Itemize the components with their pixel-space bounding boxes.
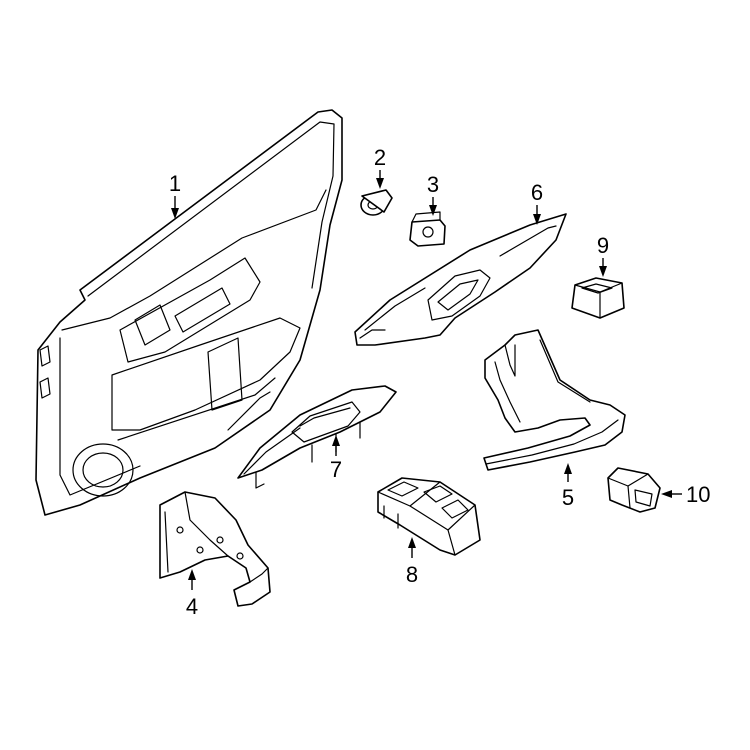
callout-4: 4 — [186, 594, 198, 619]
part-1-door-trim-panel[interactable] — [35, 109, 343, 516]
callout-5: 5 — [562, 485, 574, 510]
part-8-window-switch[interactable] — [377, 477, 481, 556]
callout-10: 10 — [686, 482, 710, 507]
part-4-bracket[interactable] — [159, 491, 271, 607]
part-10-switch[interactable] — [607, 467, 661, 513]
part-5-door-finisher[interactable] — [483, 329, 626, 471]
leader-lines — [171, 170, 682, 590]
part-7-armrest-finisher[interactable] — [237, 385, 397, 489]
callout-7: 7 — [330, 457, 342, 482]
part-3-bracket-clip[interactable] — [409, 211, 446, 247]
callout-3: 3 — [427, 172, 439, 197]
callout-2: 2 — [374, 145, 386, 170]
callout-8: 8 — [406, 562, 418, 587]
callout-labels: 1 2 3 6 9 7 5 4 8 10 — [169, 145, 711, 619]
callout-1: 1 — [169, 171, 181, 196]
callout-6: 6 — [531, 180, 543, 205]
part-2-clip[interactable] — [360, 189, 393, 216]
part-9-switch[interactable] — [571, 277, 625, 319]
callout-9: 9 — [597, 233, 609, 258]
part-6-armrest-upper-trim[interactable] — [354, 213, 567, 346]
